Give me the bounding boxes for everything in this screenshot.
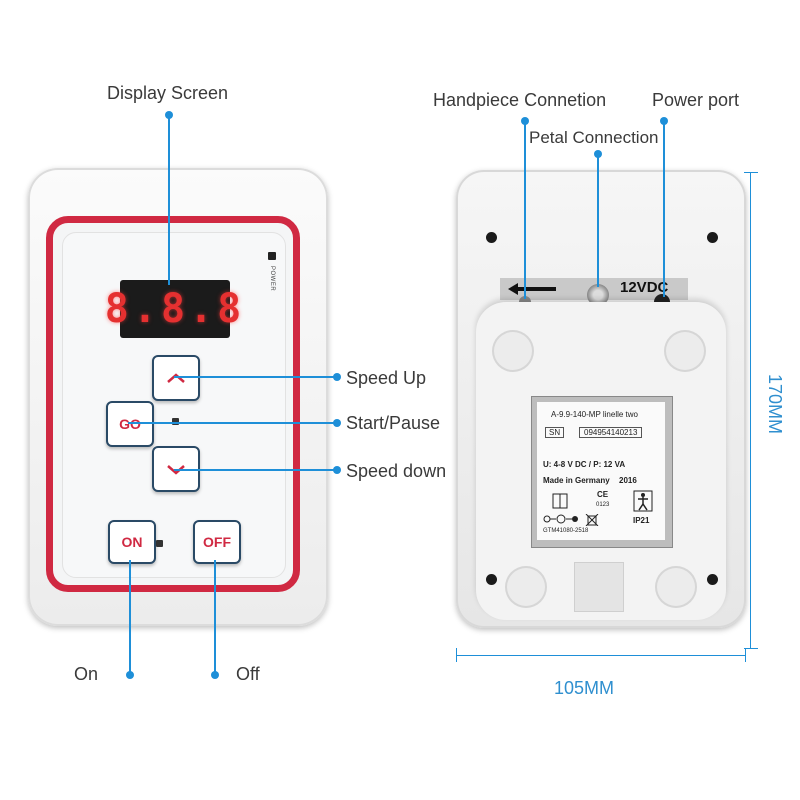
screw: [486, 232, 497, 243]
start-pause-label: Start/Pause: [346, 413, 441, 433]
screw: [486, 574, 497, 585]
type-b-person-icon: [633, 490, 653, 512]
plate-ce-number: 0123: [596, 502, 610, 508]
port-strip-label: 12VDC: [620, 279, 669, 296]
handpiece-connection-label: Handpiece Connetion: [433, 90, 607, 110]
on-button-label: ON: [121, 534, 143, 550]
power-port-leader: [663, 121, 665, 297]
pedal-port: [587, 284, 609, 306]
rating-plate-label: A-9.9-140-MP linelle two SN 094954140213…: [537, 402, 665, 540]
on-label: On: [74, 664, 99, 684]
speed-up-button[interactable]: [152, 355, 200, 401]
display-screen-label: Display Screen: [107, 83, 229, 103]
plate-year: 2016: [619, 476, 637, 485]
handpiece-connection-leader: [524, 121, 526, 299]
plate-ce-mark: CE: [597, 490, 609, 499]
rubber-foot: [655, 566, 697, 608]
screw: [707, 574, 718, 585]
petal-connection-leader: [597, 154, 599, 287]
off-leader: [214, 560, 216, 672]
polarity-icon: [543, 514, 578, 524]
weee-bin-icon: [585, 514, 599, 526]
plate-rating: U: 4-8 V DC / P: 12 VA: [543, 460, 626, 469]
on-indicator-led: [156, 540, 163, 547]
speed-down-label: Speed down: [346, 461, 447, 481]
start-pause-leader: [128, 422, 336, 424]
rubber-foot: [664, 330, 706, 372]
off-button[interactable]: OFF: [193, 520, 241, 564]
screw: [707, 232, 718, 243]
height-dimension-label: 170MM: [765, 374, 785, 435]
on-leader: [129, 560, 131, 672]
bottom-vent: [574, 562, 624, 612]
width-dimension-label: 105MM: [554, 678, 615, 698]
run-indicator-led: [172, 418, 179, 425]
height-dimension-tick-top: [744, 172, 758, 173]
speed-up-marker: [333, 373, 341, 381]
plate-code: GTM41080-2518: [543, 528, 589, 534]
start-pause-marker: [333, 419, 341, 427]
go-button[interactable]: GO: [106, 401, 154, 447]
speed-down-leader: [174, 469, 336, 471]
speed-up-leader: [174, 376, 336, 378]
go-button-label: GO: [119, 416, 141, 432]
led-display-screen: 8.8.8: [105, 280, 241, 338]
plate-model: A-9.9-140-MP linelle two: [551, 410, 639, 419]
plate-serial-number: 094954140213: [579, 427, 643, 438]
chevron-down-icon: [167, 465, 185, 475]
power-indicator-led: [268, 252, 276, 260]
display-screen-leader: [168, 115, 170, 285]
manual-icon: [552, 493, 568, 509]
off-marker: [211, 671, 219, 679]
height-dimension-line: [750, 172, 751, 648]
on-marker: [126, 671, 134, 679]
plate-ip-rating: IP21: [633, 516, 650, 525]
speed-down-marker: [333, 466, 341, 474]
chevron-up-icon: [167, 373, 185, 383]
arrow-left-icon: [508, 283, 556, 295]
power-port-label: Power port: [652, 90, 740, 110]
height-dimension-tick-bottom: [744, 648, 758, 649]
off-button-label: OFF: [203, 534, 231, 550]
rubber-foot: [492, 330, 534, 372]
power-indicator-label: POWER: [269, 266, 275, 292]
width-dimension-line: [456, 655, 746, 656]
on-button[interactable]: ON: [108, 520, 156, 564]
plate-sn-label: SN: [545, 427, 565, 438]
plate-made-in: Made in Germany: [543, 476, 610, 485]
rubber-foot: [505, 566, 547, 608]
display-digits: 8.8.8: [104, 286, 246, 332]
width-dimension-tick-right: [745, 648, 746, 662]
speed-up-label: Speed Up: [346, 368, 427, 388]
off-label: Off: [236, 664, 260, 684]
petal-connection-label: Petal Connection: [529, 128, 659, 147]
